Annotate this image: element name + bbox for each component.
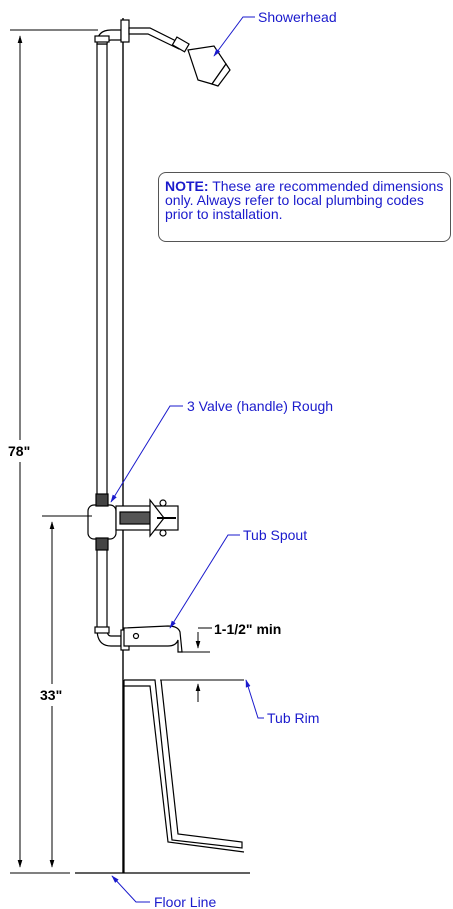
dimension-33-label: 33" (40, 687, 62, 703)
floor-line-label: Floor Line (154, 894, 216, 909)
leaders (110, 16, 264, 903)
note-heading: NOTE: (165, 178, 209, 194)
dimension-spout-gap (160, 627, 244, 702)
showerhead-label: Showerhead (258, 9, 337, 25)
note-text: These are recommended dimensions only. A… (165, 178, 444, 222)
valve-label: 3 Valve (handle) Rough (187, 398, 333, 414)
tub (123, 679, 245, 873)
mixing-valve (87, 493, 179, 551)
riser-pipe (94, 19, 130, 651)
tub-spout (123, 625, 183, 653)
note-box: NOTE: These are recommended dimensions o… (158, 172, 451, 242)
dimension-33 (42, 515, 92, 868)
dimension-78 (10, 29, 98, 874)
showerhead-assembly (128, 27, 231, 87)
spout-gap-label: 1-1/2" min (214, 621, 281, 637)
tub-spout-label: Tub Spout (243, 527, 307, 543)
tub-rim-label: Tub Rim (267, 710, 319, 726)
dimension-78-label: 78" (8, 443, 30, 459)
